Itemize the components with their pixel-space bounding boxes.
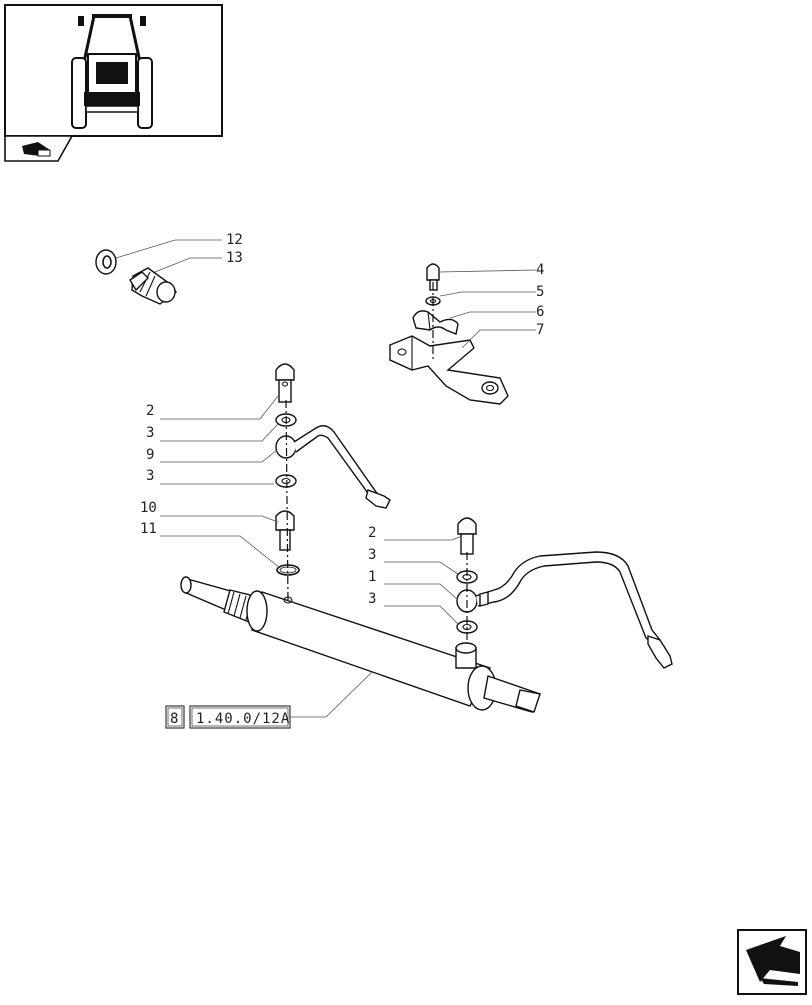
leader-5 [439,291,536,297]
part-seal-washer-3-left-lower [275,474,297,488]
leader-r3a [384,561,459,575]
leader-r3b [384,605,459,625]
part-steering-cylinder [180,576,541,713]
leader-l11 [160,535,281,569]
reference-box[interactable]: 8 1.40.0/12A [165,705,291,729]
callout-right-1[interactable]: 1 [368,569,376,585]
callout-7[interactable]: 7 [536,322,544,338]
part-banjo-bolt-2-left [275,363,295,403]
leader-l3a [160,423,279,442]
leader-l2 [160,395,279,420]
leader-12 [115,239,222,259]
callout-left-9[interactable]: 9 [146,447,154,463]
leader-l10 [160,515,279,523]
callout-5[interactable]: 5 [536,284,544,300]
leader-reference [290,671,373,718]
tractor-front-view-icon [71,14,153,129]
callout-left-3-lower[interactable]: 3 [146,468,154,484]
next-page-arrow-icon [746,936,800,986]
callout-6[interactable]: 6 [536,304,544,320]
callout-4[interactable]: 4 [536,262,544,278]
reference-section: 8 [170,711,179,727]
callout-13[interactable]: 13 [226,250,243,266]
leader-r1 [384,583,459,601]
part-banjo-fitting-9 [275,425,391,509]
part-clamp-6 [412,310,459,335]
callout-right-2[interactable]: 2 [368,525,376,541]
part-plug-13 [129,267,177,305]
leader-l9 [160,449,278,463]
folder-icon [22,142,51,157]
leader-4 [438,269,537,273]
callout-left-2[interactable]: 2 [146,403,154,419]
reference-code: 1.40.0/12A [196,711,290,727]
part-banjo-bolt-2-right [457,517,477,555]
axis-line-left [285,399,289,601]
next-page-button[interactable] [737,929,807,995]
part-union-10 [275,510,295,551]
part-banjo-fitting-1 [456,551,673,669]
leader-6 [449,311,536,319]
part-bracket-7 [389,335,509,405]
callout-right-3-lower[interactable]: 3 [368,591,376,607]
leader-r2 [384,535,463,541]
callout-right-3-upper[interactable]: 3 [368,547,376,563]
callout-left-3-upper[interactable]: 3 [146,425,154,441]
tractor-thumbnail[interactable] [4,4,223,137]
callout-12[interactable]: 12 [226,232,243,248]
callout-left-10[interactable]: 10 [140,500,157,516]
leader-13 [154,257,222,273]
part-washer-12 [95,249,117,275]
callout-left-11[interactable]: 11 [140,521,157,537]
folder-tab[interactable] [4,135,74,162]
leader-7 [461,329,536,349]
